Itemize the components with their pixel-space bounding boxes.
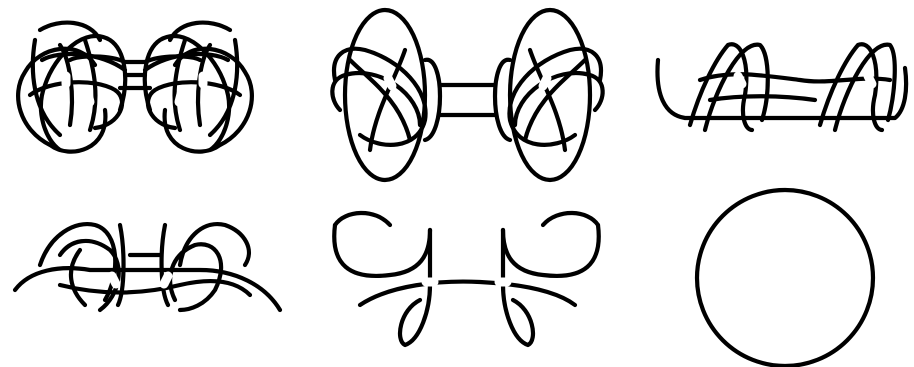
panel-1 — [18, 23, 252, 152]
panel-5 — [334, 213, 599, 345]
panel-3 — [657, 44, 906, 130]
panel-6 — [697, 190, 873, 366]
unknot-circle — [697, 190, 873, 366]
panel-4 — [15, 224, 280, 310]
panel-2 — [332, 10, 602, 180]
